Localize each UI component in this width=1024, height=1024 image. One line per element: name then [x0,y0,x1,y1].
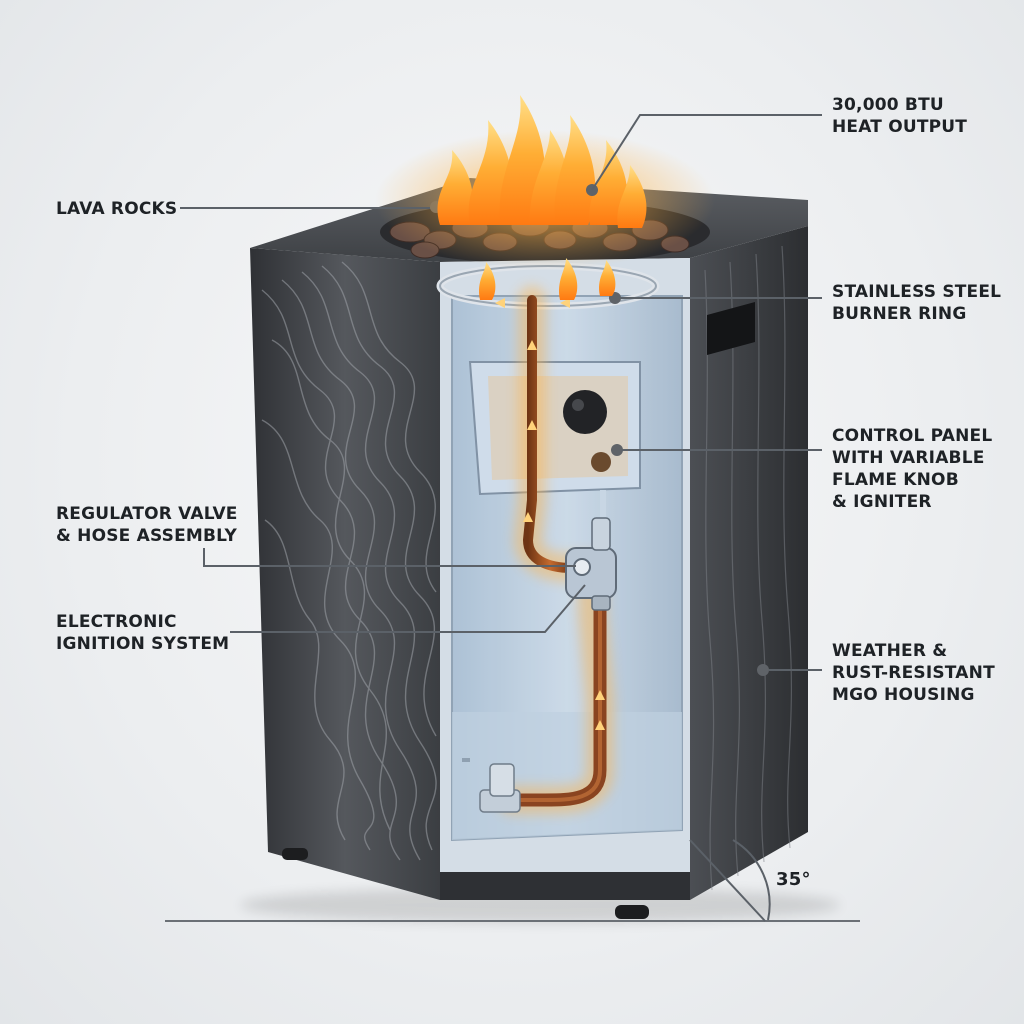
burner-flame-icon [599,260,616,296]
regulator-valve [565,547,617,599]
gas-hose-highlight [510,598,602,802]
flow-arrow-icon [523,512,533,522]
flames [375,95,715,300]
igniter-button-icon [591,452,611,472]
angle-indicator [689,839,771,922]
flow-arrow-icon [595,720,605,730]
gas-line [462,286,617,814]
label-heat-output: 30,000 BTU HEAT OUTPUT [832,95,968,137]
flame-icon [437,150,474,225]
angle-label: 35° [776,869,811,890]
control-panel-callout-dot [611,444,623,456]
label-control-panel: CONTROL PANEL WITH VARIABLE FLAME KNOB &… [832,426,993,512]
label-ignition: ELECTRONIC IGNITION SYSTEM [56,612,230,654]
leader-regulator [203,548,576,567]
side-grain-texture [704,245,793,891]
flow-arrow-icon [560,298,570,308]
flame-icon [617,165,647,228]
gas-pipe-upper [523,295,577,573]
flow-arrow-icon [527,340,537,350]
flow-arrow-icon [495,298,505,308]
flow-arrow-icon [527,420,537,430]
angle-arc [732,839,771,921]
label-regulator: REGULATOR VALVE & HOSE ASSEMBLY [56,504,238,546]
tank-connector-valve [489,763,515,797]
hose-fitting [591,595,611,611]
housing-base [440,872,690,900]
flow-arrows [495,298,605,730]
igniter-electrode [591,517,611,551]
burner-flame-icon [559,258,578,300]
chamber-floor [452,712,682,840]
regulator-knob-icon [573,558,591,576]
leader-heat-output [591,114,822,191]
leader-ignition [230,584,586,633]
housing-side-face [690,226,808,900]
label-housing: WEATHER & RUST-RESISTANT MGO HOUSING [832,641,995,705]
flame-icon [589,140,628,225]
housing-front-face [250,248,440,900]
burner-flame-icon [479,262,496,300]
flame-knob-highlight [572,399,584,411]
wood-grain-texture [261,261,437,861]
flame-icon [554,115,596,225]
foot-front [615,905,649,919]
foot-left [282,848,308,860]
label-burner-ring: STAINLESS STEEL BURNER RING [832,282,1002,324]
flow-arrow-icon [595,690,605,700]
label-lava-rocks: LAVA ROCKS [56,199,178,219]
leader-lines [180,114,822,671]
housing-callout-dot [757,664,769,676]
flame-knob-icon [563,390,607,434]
side-handle-slot [707,302,755,355]
